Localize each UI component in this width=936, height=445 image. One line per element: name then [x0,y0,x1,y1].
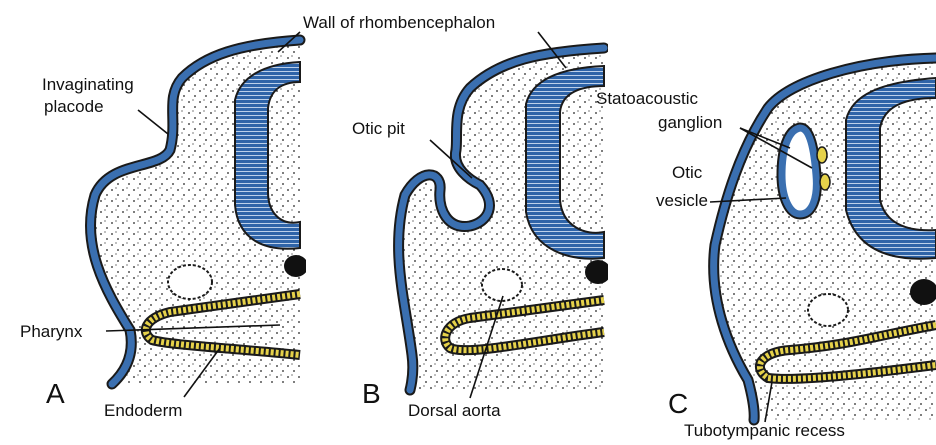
notochord-a [284,255,306,277]
notochord-c [910,279,936,305]
panel-b [393,42,608,396]
panel-label-a: A [46,378,65,409]
leader-lines [105,31,813,423]
panel-c [708,52,936,426]
label-statoacoustic: Statoacoustic [596,89,699,108]
label-placode: placode [44,97,104,116]
panel-label-b: B [362,378,381,409]
rhombencephalon-wall-a [234,60,301,250]
label-dorsal-aorta: Dorsal aorta [408,401,501,420]
label-ganglion: ganglion [658,113,722,132]
statoacoustic-ganglion-2 [819,173,831,191]
label-tubotympanic-recess: Tubotympanic recess [684,421,845,440]
label-pharynx: Pharynx [20,322,83,341]
rhombencephalon-wall-c [845,76,936,260]
label-invaginating: Invaginating [42,75,134,94]
dorsal-aorta-b [481,268,523,302]
dorsal-aorta-c [807,293,849,327]
label-otic: Otic [672,163,703,182]
label-endoderm: Endoderm [104,401,182,420]
rhombencephalon-wall-b [525,64,605,260]
statoacoustic-ganglion-1 [816,146,828,164]
notochord-b [585,260,608,284]
panel-label-c: C [668,388,688,419]
dorsal-aorta-a [167,264,213,300]
label-vesicle: vesicle [656,191,708,210]
label-wall-of-rhombencephalon: Wall of rhombencephalon [303,13,495,32]
label-otic-pit: Otic pit [352,119,405,138]
